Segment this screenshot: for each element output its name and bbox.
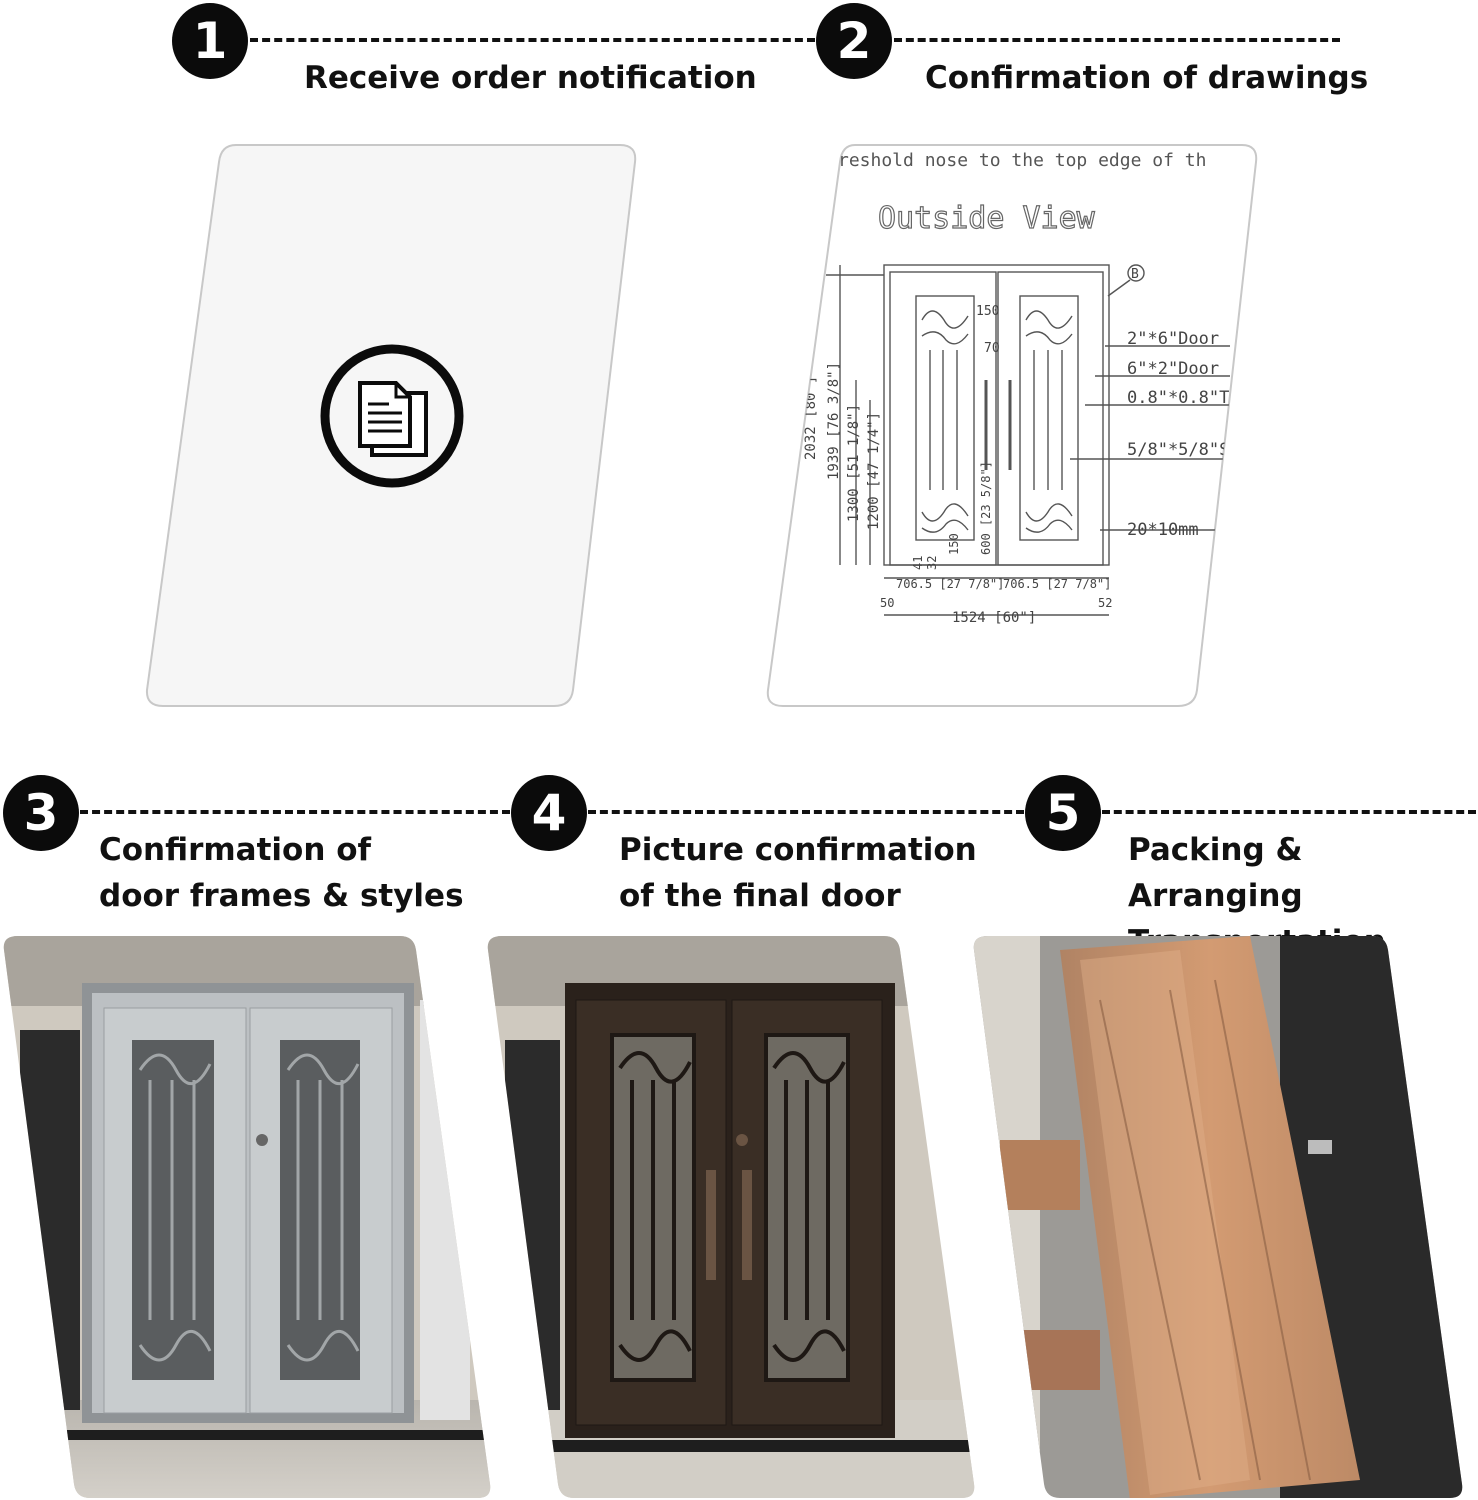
dim-frame-height: 1939 [76 3/8"] [826, 362, 842, 480]
step-1-title: Receive order notification [304, 60, 757, 96]
dim-leaf-left: 706.5 [27 7/8"] [896, 577, 1004, 591]
step-2-title: Confirmation of drawings [925, 60, 1369, 96]
drawing-callout-4: 5/8"*5/8"Squ [1127, 440, 1250, 460]
document-icon [320, 344, 464, 488]
callout-marker: B [1131, 267, 1139, 282]
drawing-callout-3: 0.8"*0.8"T [1127, 388, 1229, 408]
step-3-title: Confirmation of door frames & styles [99, 832, 464, 914]
dim-overall-width: 1524 [60"] [952, 610, 1036, 626]
dim-right-edge: 52 [1098, 596, 1112, 610]
dim-bar-height: 1200 [47 1/4"] [866, 412, 882, 530]
step-3-divider [80, 810, 510, 814]
dim-handle-height: 600 [23 5/8"] [979, 461, 993, 555]
dim-glass-height: 1300 [51 1/8"] [846, 404, 862, 522]
dim-leaf-right: 706.5 [27 7/8"] [1003, 577, 1111, 591]
dim-sill-b: 32 [925, 556, 939, 570]
step-4-number: 4 [511, 775, 587, 851]
dim-top-gap: 150 [976, 304, 999, 319]
step-4-divider [588, 810, 1024, 814]
dim-bottom-gap: 150 [947, 533, 961, 555]
drawing-callout-2: 6"*2"Door [1127, 359, 1219, 379]
step-2-number: 2 [816, 3, 892, 79]
step-1-divider [250, 38, 815, 42]
step-5-number: 5 [1025, 775, 1101, 851]
step-2-divider [894, 38, 1340, 42]
drawing-view-title: Outside View [878, 201, 1096, 236]
dim-left-edge: 50 [880, 596, 894, 610]
drawing-callout-5: 20*10mm [1127, 520, 1199, 540]
step-4-title: Picture confirmation of the final door [619, 832, 977, 914]
step-3-number: 3 [3, 775, 79, 851]
dim-sill-a: 41 [911, 556, 925, 570]
step-1-number: 1 [172, 3, 248, 79]
dim-lock-gap: 70 [984, 341, 1000, 356]
drawing-header: reshold nose to the top edge of th [838, 150, 1206, 171]
step-5-divider [1102, 810, 1476, 814]
drawing-callout-1: 2"*6"Door [1127, 329, 1219, 349]
